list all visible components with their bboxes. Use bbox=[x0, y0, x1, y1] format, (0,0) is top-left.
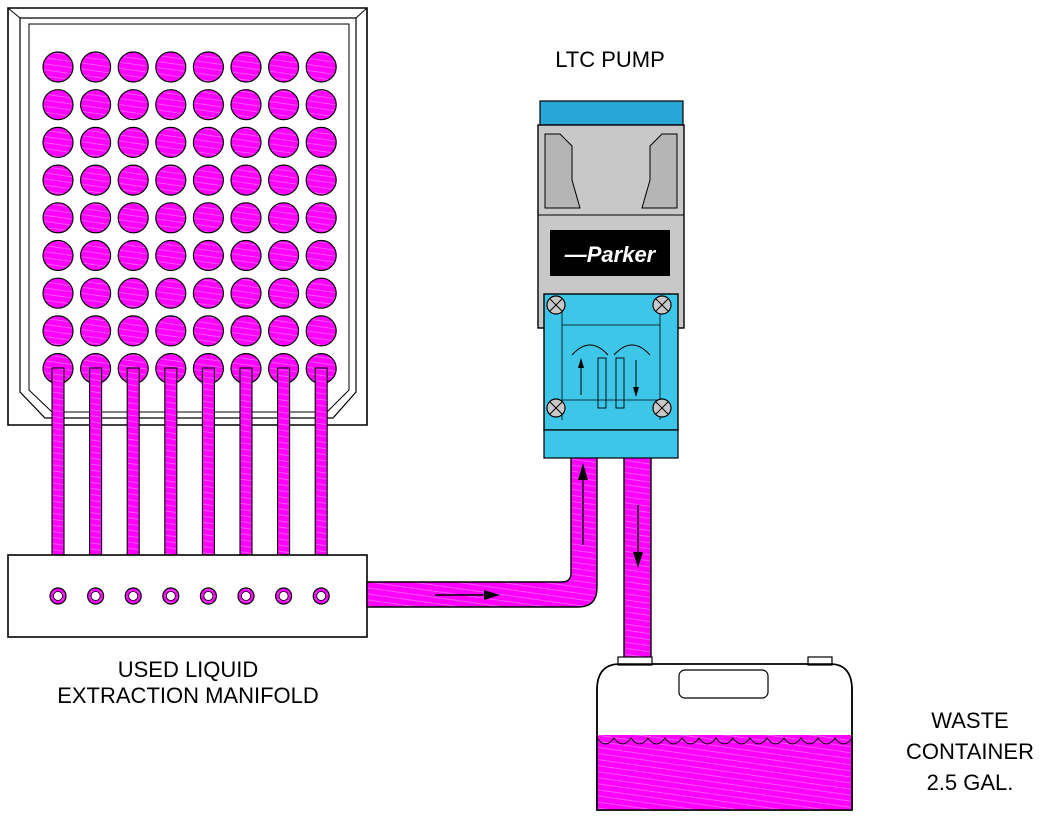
plate-well bbox=[155, 277, 187, 309]
plate-well bbox=[268, 239, 300, 272]
parker-logo bbox=[550, 230, 670, 276]
plate-well bbox=[305, 164, 337, 196]
plate-well bbox=[79, 315, 112, 347]
plate-well bbox=[268, 164, 300, 196]
plate-well bbox=[230, 202, 262, 234]
plate-well bbox=[79, 239, 112, 272]
manifold-label-line-2: EXTRACTION MANIFOLD bbox=[57, 683, 319, 708]
plate-well bbox=[155, 89, 187, 121]
plate-well bbox=[230, 89, 262, 121]
plate-well bbox=[230, 277, 262, 309]
plate-well bbox=[305, 202, 337, 234]
ltc-pump: —Parker bbox=[537, 100, 685, 459]
plate-well bbox=[42, 239, 74, 272]
plate-well bbox=[192, 89, 224, 121]
plate-well bbox=[117, 315, 149, 347]
pump-label-text: LTC PUMP bbox=[555, 47, 665, 72]
waste-container bbox=[596, 656, 853, 811]
plate-well bbox=[305, 126, 337, 158]
plate-well bbox=[230, 51, 262, 83]
plate-well bbox=[192, 202, 224, 234]
plate-well bbox=[268, 277, 300, 309]
plate-well bbox=[268, 51, 300, 83]
well-grid bbox=[42, 51, 337, 385]
waste-label: WASTE CONTAINER 2.5 GAL. bbox=[895, 705, 1045, 798]
plate-well bbox=[79, 89, 112, 121]
container-handle bbox=[678, 669, 769, 699]
plate-well bbox=[305, 315, 337, 347]
plate-well bbox=[117, 51, 149, 83]
plate-well bbox=[42, 89, 74, 121]
plate-well bbox=[268, 126, 300, 158]
plate-well bbox=[42, 126, 74, 158]
plate-well bbox=[42, 277, 74, 309]
manifold-ports bbox=[49, 587, 330, 605]
plate-well bbox=[155, 126, 187, 158]
plate-well bbox=[117, 126, 149, 158]
plate-well bbox=[117, 277, 149, 309]
plate-well bbox=[117, 164, 149, 196]
manifold-block bbox=[7, 554, 368, 638]
waste-label-line-2: CONTAINER bbox=[906, 739, 1034, 764]
plate-well bbox=[230, 315, 262, 347]
parker-brand-text: —Parker bbox=[564, 242, 657, 267]
plate-well bbox=[305, 277, 337, 309]
plate-well bbox=[268, 202, 300, 234]
manifold-label: USED LIQUID EXTRACTION MANIFOLD bbox=[0, 657, 376, 709]
plate-well bbox=[230, 164, 262, 196]
pump-label: LTC PUMP bbox=[530, 47, 690, 73]
plate-well bbox=[79, 277, 112, 309]
plate-well bbox=[268, 89, 300, 121]
plate-well bbox=[192, 51, 224, 83]
plate-well bbox=[79, 164, 112, 196]
waste-label-line-3: 2.5 GAL. bbox=[926, 770, 1014, 795]
plate-well bbox=[305, 239, 337, 272]
plate-well bbox=[155, 239, 187, 272]
plate-well bbox=[117, 89, 149, 121]
extraction-plate bbox=[7, 7, 368, 426]
plate-well bbox=[192, 277, 224, 309]
plate-well bbox=[117, 239, 149, 272]
plate-well bbox=[155, 315, 187, 347]
plate-well bbox=[305, 51, 337, 83]
manifold-tubes bbox=[51, 367, 328, 595]
plate-well bbox=[155, 202, 187, 234]
plate-well bbox=[79, 126, 112, 158]
waste-label-line-1: WASTE bbox=[931, 708, 1009, 733]
plate-well bbox=[192, 164, 224, 196]
plate-well bbox=[42, 315, 74, 347]
plate-well bbox=[155, 164, 187, 196]
pump-screws bbox=[546, 295, 672, 418]
plate-well bbox=[192, 315, 224, 347]
plate-well bbox=[79, 51, 112, 83]
plate-well bbox=[42, 51, 74, 83]
plate-well bbox=[192, 239, 224, 272]
plate-well bbox=[192, 126, 224, 158]
plate-well bbox=[155, 51, 187, 83]
plate-well bbox=[117, 202, 149, 234]
plate-well bbox=[305, 89, 337, 121]
plate-well bbox=[79, 202, 112, 234]
manifold-label-line-1: USED LIQUID bbox=[117, 657, 259, 682]
plate-well bbox=[42, 202, 74, 234]
plate-well bbox=[230, 126, 262, 158]
plate-well bbox=[268, 315, 300, 347]
plate-well bbox=[42, 164, 74, 196]
plate-well bbox=[230, 239, 262, 272]
